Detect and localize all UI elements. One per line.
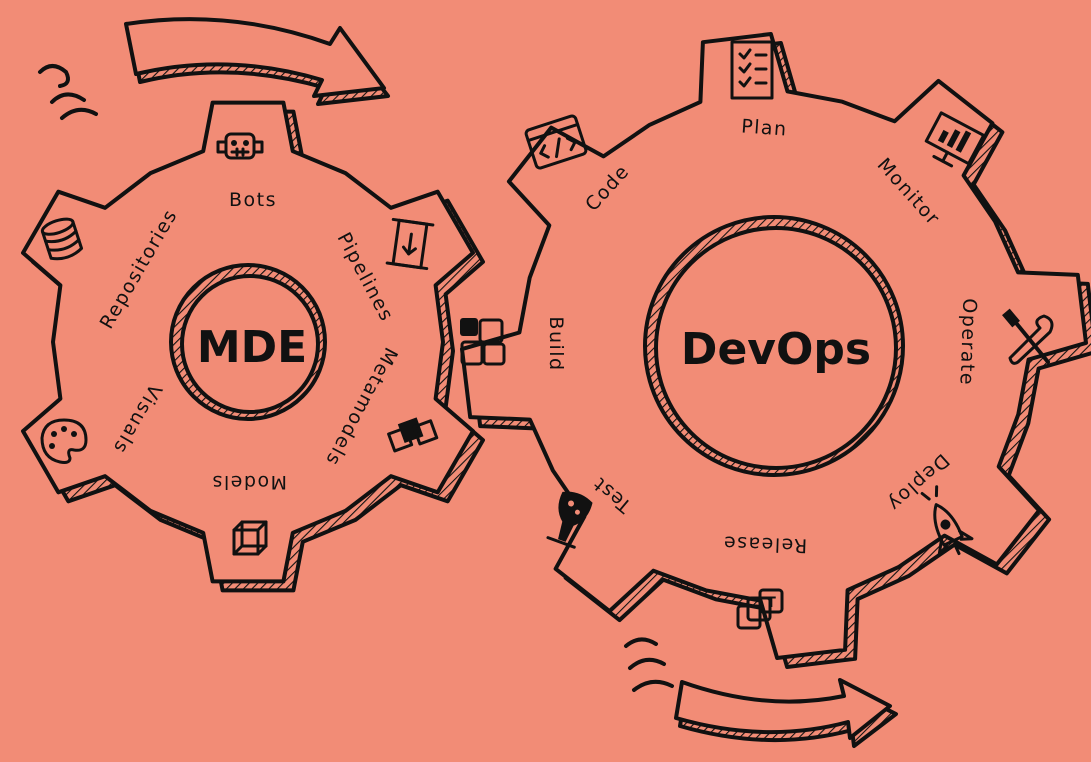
palette-icon bbox=[40, 418, 88, 464]
devops-gear-hub bbox=[654, 226, 898, 470]
cube-icon bbox=[232, 520, 268, 556]
mde-label-bots: Bots bbox=[229, 189, 277, 211]
devops-label-build: Build bbox=[545, 316, 567, 371]
database-icon bbox=[40, 217, 84, 261]
mde-gear bbox=[21, 100, 485, 593]
flask-icon bbox=[546, 491, 593, 549]
devops-hub-label: DevOps bbox=[681, 324, 871, 375]
mde-gear-hub bbox=[180, 274, 320, 414]
tools-icon bbox=[1002, 308, 1054, 365]
mde-hub-label: MDE bbox=[197, 322, 307, 373]
monitor-chart-icon bbox=[924, 111, 986, 168]
devops-label-release: Release bbox=[722, 532, 807, 557]
rocket-icon bbox=[920, 485, 974, 556]
robot-icon bbox=[216, 132, 264, 160]
mde-label-models: Models bbox=[211, 471, 287, 493]
checklist-icon bbox=[730, 40, 774, 100]
packages-icon: T bbox=[736, 588, 784, 630]
bottom-rotation-arrow bbox=[624, 637, 898, 748]
blocks-icon bbox=[460, 318, 506, 366]
top-rotation-arrow bbox=[38, 17, 390, 120]
code-window-icon bbox=[524, 114, 588, 170]
devops-label-plan: Plan bbox=[740, 115, 788, 140]
metamodel-icon bbox=[387, 417, 439, 453]
devops-label-operate: Operate bbox=[955, 298, 980, 387]
pipeline-icon bbox=[385, 217, 435, 271]
svg-text:T: T bbox=[766, 595, 776, 611]
